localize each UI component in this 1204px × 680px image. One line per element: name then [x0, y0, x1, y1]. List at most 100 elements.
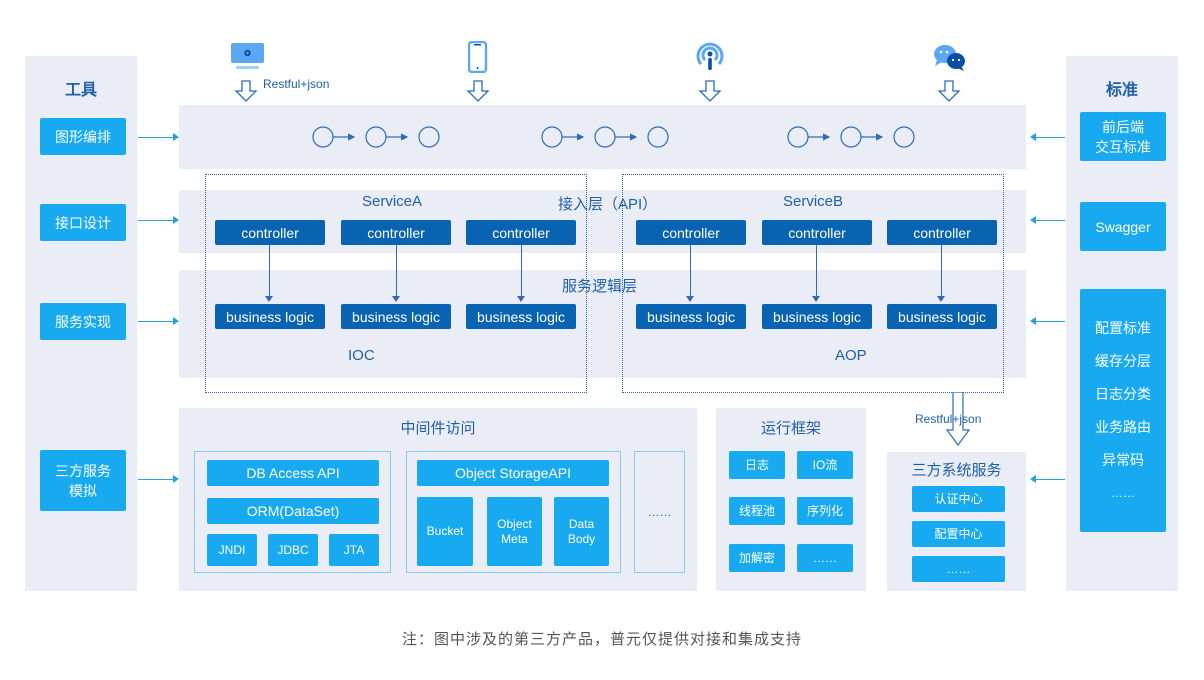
service-a-boundary: [205, 174, 587, 393]
service-b-controller-3[interactable]: controller: [887, 220, 997, 245]
flow-node: [840, 126, 862, 148]
runtime-io-stream[interactable]: IO流: [797, 451, 853, 479]
service-a-controller-3[interactable]: controller: [466, 220, 576, 245]
flow-node: [365, 126, 387, 148]
orchestration-bar: [179, 105, 1026, 169]
hollow-down-arrow-icon: [234, 80, 258, 102]
hollow-down-arrow-icon: [698, 80, 722, 102]
service-a-logic-3[interactable]: business logic: [466, 304, 576, 329]
standards-panel: 标准 前后端 交互标准 Swagger 配置标准 缓存分层 日志分类 业务路由 …: [1066, 56, 1178, 591]
standard-frontend-backend[interactable]: 前后端 交互标准: [1080, 112, 1166, 161]
flow-node: [647, 126, 669, 148]
connector-line: [941, 245, 942, 297]
arrow-down-icon: [937, 296, 945, 302]
runtime-log[interactable]: 日志: [729, 451, 785, 479]
db-access-group: DB Access API ORM(DataSet) JNDI JDBC JTA: [194, 451, 391, 573]
flow-node: [541, 126, 563, 148]
arrow-line: [138, 479, 174, 480]
hollow-down-arrow-icon: [937, 80, 961, 102]
arrow-line: [138, 220, 174, 221]
tools-title: 工具: [64, 82, 97, 99]
connector-line: [521, 245, 522, 297]
runtime-more[interactable]: ……: [797, 544, 853, 572]
third-party-panel: 三方系统服务 认证中心 配置中心 ……: [887, 452, 1026, 591]
service-b-tag: AOP: [835, 347, 867, 364]
service-logic-layer-label: 服务逻辑层: [562, 278, 638, 295]
service-b-logic-1[interactable]: business logic: [636, 304, 746, 329]
tool-third-party-mock[interactable]: 三方服务 模拟: [40, 450, 126, 511]
arrow-left-icon: [1030, 317, 1036, 325]
desktop-gear-icon: [231, 43, 264, 70]
connector-line: [690, 245, 691, 297]
wechat-chat-icon: [933, 44, 966, 72]
object-meta[interactable]: Object Meta: [487, 497, 542, 566]
service-a-controller-1[interactable]: controller: [215, 220, 325, 245]
hollow-down-arrow-icon: [466, 80, 490, 102]
object-storage-group: Object StorageAPI Bucket Object Meta Dat…: [406, 451, 621, 573]
service-a-controller-2[interactable]: controller: [341, 220, 451, 245]
standard-config: 配置标准: [1095, 320, 1151, 336]
broadcast-icon: [694, 40, 726, 74]
connector-line: [396, 245, 397, 297]
flow-node: [418, 126, 440, 148]
arrow-down-icon: [392, 296, 400, 302]
bucket[interactable]: Bucket: [417, 497, 473, 566]
third-party-protocol-label: Restful+json: [915, 412, 982, 426]
arrow-left-icon: [1030, 475, 1036, 483]
jdbc[interactable]: JDBC: [268, 534, 318, 566]
data-body[interactable]: Data Body: [554, 497, 609, 566]
arrow-line: [1034, 479, 1065, 480]
standard-list[interactable]: 配置标准 缓存分层 日志分类 业务路由 异常码 ……: [1080, 289, 1166, 532]
middleware-panel: 中间件访问 DB Access API ORM(DataSet) JNDI JD…: [179, 408, 697, 591]
auth-center[interactable]: 认证中心: [912, 486, 1005, 512]
jta[interactable]: JTA: [329, 534, 379, 566]
standard-swagger[interactable]: Swagger: [1080, 202, 1166, 251]
arrow-down-icon: [812, 296, 820, 302]
runtime-serialization[interactable]: 序列化: [797, 497, 853, 525]
arrow-right-icon: [173, 475, 179, 483]
arrow-down-icon: [265, 296, 273, 302]
service-a-logic-1[interactable]: business logic: [215, 304, 325, 329]
runtime-title: 运行框架: [760, 420, 821, 437]
arrow-line: [1034, 137, 1065, 138]
db-access-api[interactable]: DB Access API: [207, 460, 379, 486]
service-b-logic-2[interactable]: business logic: [762, 304, 872, 329]
standard-more: ……: [1111, 486, 1135, 500]
arrow-line: [138, 137, 174, 138]
service-b-controller-2[interactable]: controller: [762, 220, 872, 245]
config-center[interactable]: 配置中心: [912, 521, 1005, 547]
orm-dataset[interactable]: ORM(DataSet): [207, 498, 379, 524]
arrow-down-icon: [517, 296, 525, 302]
service-b-controller-1[interactable]: controller: [636, 220, 746, 245]
arrow-line: [138, 321, 174, 322]
flow-node: [787, 126, 809, 148]
third-party-title: 三方系统服务: [911, 462, 1002, 479]
runtime-encryption[interactable]: 加解密: [729, 544, 785, 572]
arrow-down-icon: [686, 296, 694, 302]
standards-title: 标准: [1105, 82, 1138, 99]
service-a-name: ServiceA: [362, 193, 423, 210]
service-a-tag: IOC: [348, 347, 375, 364]
footnote: 注：图中涉及的第三方产品，普元仅提供对接和集成支持: [401, 631, 802, 648]
tool-interface-design[interactable]: 接口设计: [40, 204, 126, 241]
tools-panel: 工具 图形编排 接口设计 服务实现 三方服务 模拟: [25, 56, 137, 591]
access-layer-label: 接入层（API）: [558, 196, 658, 213]
connector-line: [269, 245, 270, 297]
service-a-logic-2[interactable]: business logic: [341, 304, 451, 329]
arrow-right-icon: [173, 133, 179, 141]
flow-node: [312, 126, 334, 148]
runtime-thread-pool[interactable]: 线程池: [729, 497, 785, 525]
arrow-right-icon: [173, 216, 179, 224]
tool-graphic-orchestration[interactable]: 图形编排: [40, 118, 126, 155]
mobile-phone-icon: [467, 40, 488, 74]
object-storage-api[interactable]: Object StorageAPI: [417, 460, 609, 486]
middleware-title: 中间件访问: [400, 420, 476, 437]
flow-graph: [312, 126, 915, 148]
tool-service-implementation[interactable]: 服务实现: [40, 303, 126, 340]
service-b-boundary: [622, 174, 1004, 393]
third-party-more[interactable]: ……: [912, 556, 1005, 582]
service-b-logic-3[interactable]: business logic: [887, 304, 997, 329]
flow-node: [893, 126, 915, 148]
jndi[interactable]: JNDI: [207, 534, 257, 566]
middleware-more: ……: [634, 451, 685, 573]
